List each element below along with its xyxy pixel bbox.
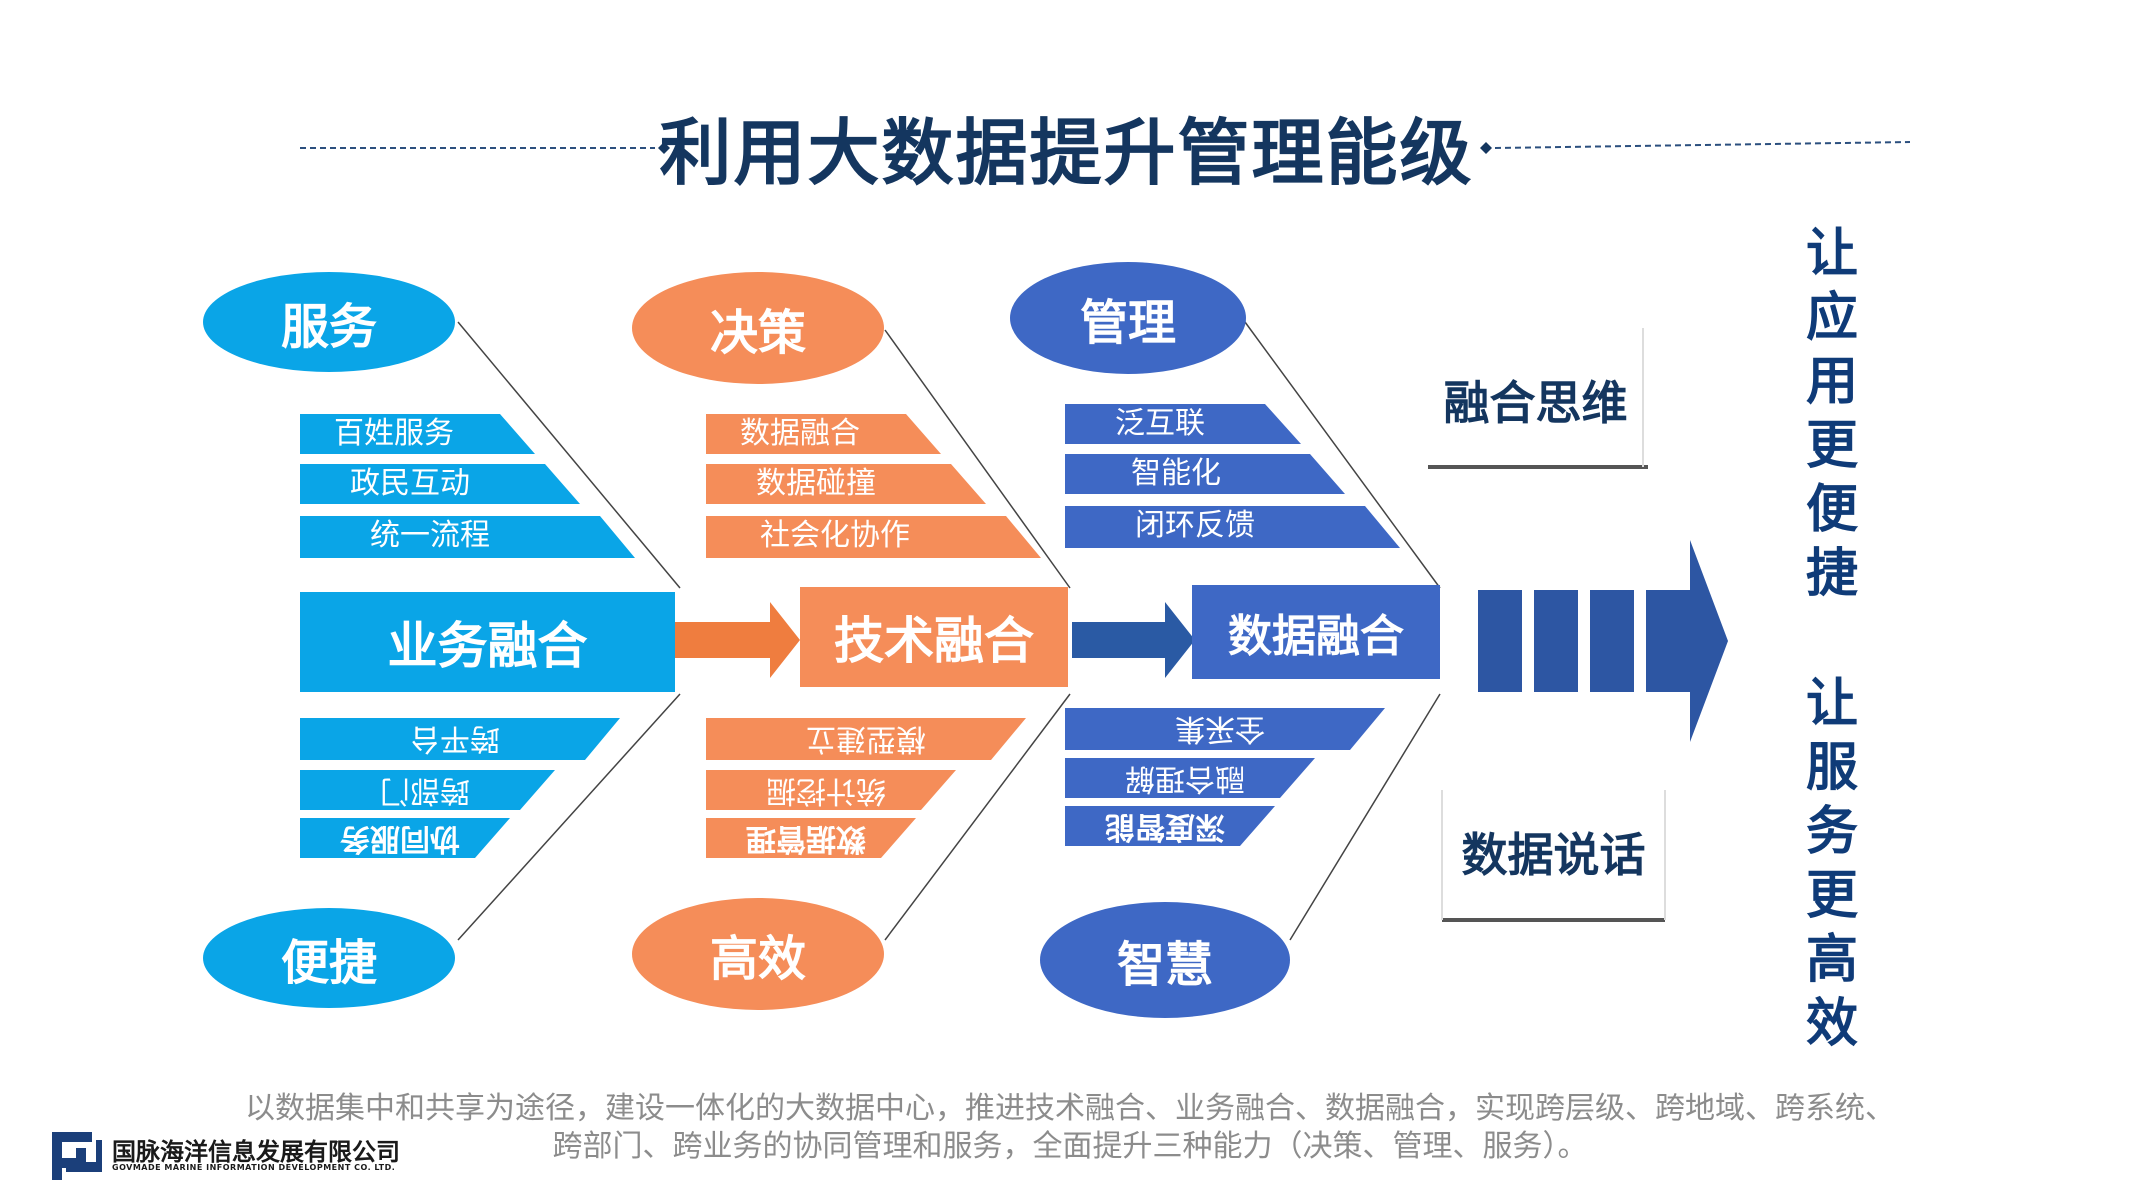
box-technology-fusion: 技术融合 (800, 587, 1068, 687)
tag-label: 融合理解 (1125, 761, 1245, 796)
tag-col1-top-3: 统一流程 (300, 516, 635, 558)
tag-label: 深度智能 (1105, 809, 1225, 844)
company-name: 国脉海洋信息发展有限公司 (112, 1138, 400, 1166)
tag-col3-bottom-1: 全采集 (1065, 708, 1385, 750)
tag-col2-top-2: 数据碰撞 (706, 464, 986, 504)
tag-col3-top-2: 智能化 (1065, 454, 1345, 494)
tag-col2-bottom-3: 数据管理 (706, 818, 916, 858)
tag-col1-top-1: 百姓服务 (300, 414, 535, 454)
connector-lines (457, 321, 1441, 941)
tag-label: 统计挖掘 (766, 773, 886, 808)
oval-wisdom: 智慧 (1040, 902, 1290, 1018)
tag-col1-bottom-3: 协同服务 (300, 818, 510, 858)
vertical-text-efficient-service: 让服务更高效 (1805, 674, 1858, 1054)
label-fusion-thinking: 融合思维 (1443, 376, 1628, 430)
footer-line-2: 跨部门、跨业务的协同管理和服务，全面提升三种能力（决策、管理、服务）。 (552, 1129, 1588, 1164)
tag-label: 全采集 (1175, 711, 1265, 746)
tag-label: 跨部门 (380, 773, 470, 808)
tag-col2-bottom-1: 模型建立 (706, 718, 1026, 760)
box-business-fusion: 业务融合 (300, 592, 675, 692)
tag-label: 百姓服务 (334, 416, 454, 451)
title-right-diamond (1480, 142, 1492, 154)
label-data-speaks: 数据说话 (1461, 828, 1646, 882)
progress-bar-2 (1534, 590, 1578, 692)
tag-label: 协同服务 (340, 821, 460, 856)
progress-bar-3 (1590, 590, 1634, 692)
tag-col3-bottom-3: 深度智能 (1065, 806, 1275, 846)
tag-label: 政民互动 (350, 466, 470, 501)
tag-label: 泛互联 (1115, 406, 1205, 441)
tag-label: 数据管理 (746, 821, 866, 856)
tag-label: 模型建立 (806, 721, 926, 756)
tag-col1-top-2: 政民互动 (300, 464, 580, 504)
oval-decision: 决策 (632, 272, 884, 384)
oval-efficient: 高效 (632, 898, 884, 1010)
tag-label: 跨平台 (410, 721, 500, 756)
title-left-diamond (658, 142, 670, 154)
company-logo-icon (52, 1132, 102, 1180)
oval-management: 管理 (1010, 262, 1246, 374)
big-right-arrow (1646, 540, 1728, 742)
tag-col2-top-1: 数据融合 (706, 414, 941, 454)
company-english-name: GOVMADE MARINE INFORMATION DEVELOPMENT C… (112, 1163, 396, 1172)
tag-label: 统一流程 (370, 518, 490, 553)
tag-label: 社会化协作 (760, 518, 910, 553)
oval-service: 服务 (203, 272, 455, 372)
oval-convenient: 便捷 (203, 908, 455, 1008)
tag-col3-top-3: 闭环反馈 (1065, 506, 1400, 548)
tag-label: 数据碰撞 (756, 466, 876, 501)
tag-col2-top-3: 社会化协作 (706, 516, 1041, 558)
footer-description: 以数据集中和共享为途径，建设一体化的大数据中心，推进技术融合、业务融合、数据融合… (190, 1090, 1950, 1166)
tag-col1-bottom-2: 跨部门 (300, 770, 555, 810)
footer-line-1: 以数据集中和共享为途径，建设一体化的大数据中心，推进技术融合、业务融合、数据融合… (245, 1091, 1895, 1126)
tag-label: 智能化 (1131, 456, 1221, 491)
arrow-2-to-3 (1072, 602, 1195, 678)
tag-col1-bottom-1: 跨平台 (300, 718, 620, 760)
tag-label: 数据融合 (740, 416, 860, 451)
box-data-fusion: 数据融合 (1192, 585, 1440, 679)
page-title: 利用大数据提升管理能级 (659, 111, 1474, 195)
progress-bar-1 (1478, 590, 1522, 692)
title-right-dashed-line (1494, 141, 1911, 149)
tag-col3-top-1: 泛互联 (1065, 404, 1301, 444)
vertical-text-convenient-apps: 让应用更便捷 (1805, 224, 1858, 604)
tag-label: 闭环反馈 (1135, 508, 1255, 543)
arrow-1-to-2 (675, 602, 800, 678)
tag-col3-bottom-2: 融合理解 (1065, 758, 1315, 798)
tag-col2-bottom-2: 统计挖掘 (706, 770, 956, 810)
